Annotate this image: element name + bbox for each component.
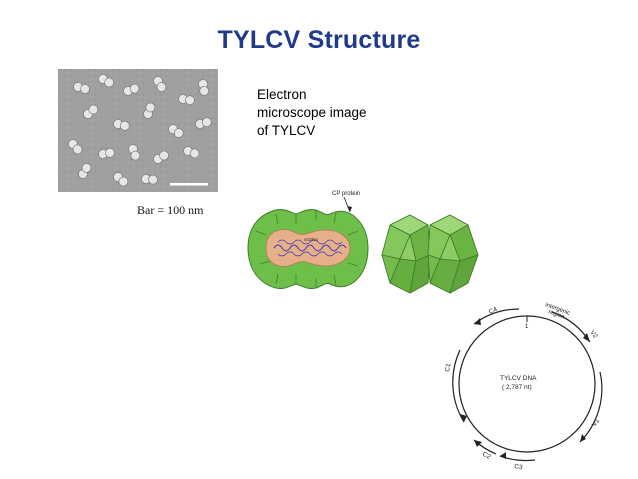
origin-marker: 1 xyxy=(525,324,529,330)
tylcv-genome-map: 1 intergenic region TYLCV DNA ( 2,787 nt… xyxy=(444,302,603,471)
image-description: Electron microscope image of TYLCV xyxy=(257,87,367,138)
genome-size: ( 2,787 nt) xyxy=(502,384,532,391)
capsid-cross-section-diagram: CP protein ssDNA xyxy=(247,191,369,289)
electron-microscope-image xyxy=(58,69,218,192)
orf-label-v2: V2 xyxy=(588,329,599,340)
orf-label-c2: C2 xyxy=(481,451,492,461)
intergenic-label-2: region xyxy=(547,309,565,320)
scale-bar xyxy=(170,183,208,186)
cp-protein-label: CP protein xyxy=(332,191,360,197)
orf-label-v1: V1 xyxy=(591,417,602,428)
slide-title: TYLCV Structure xyxy=(217,26,421,54)
geminate-icosahedron-model xyxy=(381,214,479,294)
orf-label-c1: C1 xyxy=(444,363,452,373)
genome-name: TYLCV DNA xyxy=(500,375,537,382)
ssdna-strand xyxy=(273,244,347,252)
orf-c1-arc xyxy=(452,349,465,423)
orf-label-c4: C4 xyxy=(488,306,499,316)
ssdna-label: ssDNA xyxy=(304,237,318,242)
orf-v1-arc xyxy=(579,371,603,443)
scale-bar-caption: Bar = 100 nm xyxy=(137,203,204,217)
orf-label-c3: C3 xyxy=(514,463,524,471)
